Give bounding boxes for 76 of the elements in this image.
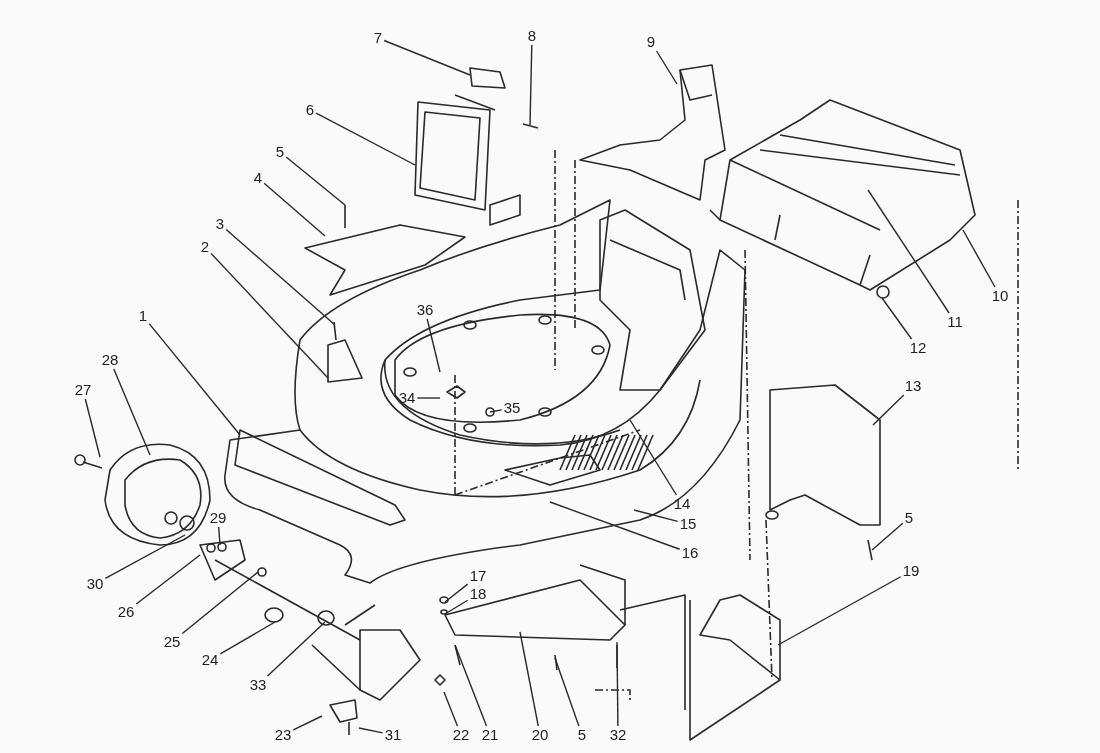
callout-number: 16 bbox=[680, 545, 700, 561]
callout-number: 25 bbox=[162, 634, 182, 650]
leader-line bbox=[210, 252, 329, 379]
callout-number: 34 bbox=[397, 390, 417, 406]
leader-line bbox=[135, 554, 201, 605]
leader-line bbox=[616, 641, 619, 727]
leader-line bbox=[444, 583, 469, 603]
callout-number: 5 bbox=[274, 144, 286, 160]
callout-number: 21 bbox=[480, 727, 500, 743]
callout-number: 24 bbox=[200, 652, 220, 668]
callout-number: 30 bbox=[85, 576, 105, 592]
leader-line bbox=[266, 621, 326, 677]
callout-number: 28 bbox=[100, 352, 120, 368]
callout-number: 11 bbox=[946, 314, 964, 330]
leader-line bbox=[871, 522, 904, 551]
callout-number: 7 bbox=[372, 30, 384, 46]
leader-line bbox=[655, 50, 678, 85]
leader-line bbox=[872, 394, 905, 426]
leader-line bbox=[443, 691, 459, 727]
leader-line bbox=[489, 409, 503, 413]
leader-line bbox=[416, 397, 441, 399]
callout-number: 31 bbox=[383, 727, 403, 743]
callout-number: 8 bbox=[526, 28, 538, 44]
callout-number: 18 bbox=[468, 586, 488, 602]
callout-number: 6 bbox=[304, 102, 316, 118]
leader-line bbox=[84, 398, 101, 458]
callout-number: 26 bbox=[116, 604, 136, 620]
callout-number: 4 bbox=[252, 170, 264, 186]
leader-line bbox=[881, 297, 913, 340]
leader-line bbox=[383, 39, 471, 76]
leader-line bbox=[633, 509, 679, 523]
leader-line bbox=[426, 318, 441, 373]
callout-number: 1 bbox=[137, 308, 149, 324]
callout-number: 2 bbox=[199, 239, 211, 255]
leader-line bbox=[219, 621, 276, 655]
callout-number: 10 bbox=[990, 288, 1010, 304]
callout-number: 27 bbox=[73, 382, 93, 398]
callout-number: 33 bbox=[248, 677, 268, 693]
callout-number: 5 bbox=[903, 510, 915, 526]
leader-line bbox=[292, 715, 323, 731]
leader-line bbox=[113, 368, 151, 456]
callout-number: 15 bbox=[678, 516, 698, 532]
leader-line bbox=[454, 644, 488, 727]
callout-number: 29 bbox=[208, 510, 228, 526]
callout-number: 19 bbox=[901, 563, 921, 579]
leader-line bbox=[962, 229, 996, 288]
leader-line bbox=[315, 112, 416, 166]
leader-line bbox=[549, 501, 681, 550]
callout-number: 3 bbox=[214, 216, 226, 232]
leader-line bbox=[629, 419, 678, 496]
callout-number: 36 bbox=[415, 302, 435, 318]
callout-number: 20 bbox=[530, 727, 550, 743]
callout-number: 13 bbox=[903, 378, 923, 394]
leader-line bbox=[104, 534, 186, 580]
leader-line bbox=[554, 657, 580, 727]
leader-line bbox=[148, 322, 241, 436]
leader-line bbox=[444, 599, 469, 615]
callout-number: 23 bbox=[273, 727, 293, 743]
leader-line bbox=[181, 571, 259, 635]
leader-line bbox=[529, 44, 533, 126]
leader-line bbox=[263, 182, 326, 237]
callout-number: 17 bbox=[468, 568, 488, 584]
callout-number: 12 bbox=[908, 340, 928, 356]
leader-line bbox=[217, 526, 221, 546]
callout-number: 9 bbox=[645, 34, 657, 50]
callout-number: 14 bbox=[672, 496, 692, 512]
callout-number: 32 bbox=[608, 727, 628, 743]
callout-number: 5 bbox=[576, 727, 588, 743]
leader-line bbox=[358, 727, 384, 734]
leader-line bbox=[519, 631, 539, 727]
leader-line bbox=[867, 189, 950, 314]
leader-line bbox=[777, 576, 902, 646]
callout-number: 22 bbox=[451, 727, 471, 743]
leader-line bbox=[225, 228, 336, 326]
leader-line bbox=[285, 156, 346, 206]
callout-number: 35 bbox=[502, 400, 522, 416]
